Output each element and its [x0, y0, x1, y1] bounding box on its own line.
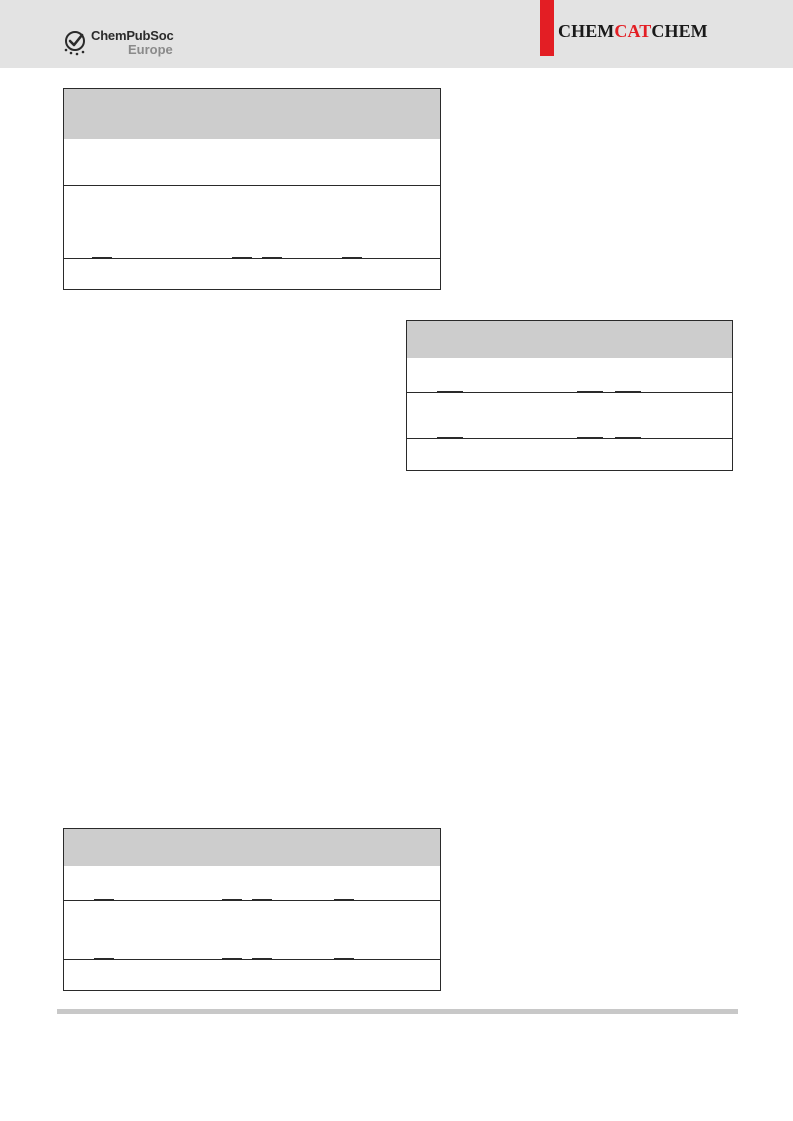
table-1 [63, 88, 441, 290]
publisher-region: Europe [128, 42, 173, 57]
table-1-header-row [64, 89, 440, 139]
globe-check-icon [64, 31, 85, 56]
table-1-dash [232, 257, 252, 259]
table-1-dash [342, 257, 362, 259]
table-2-dash [615, 391, 641, 393]
table-3 [63, 828, 441, 991]
table-2-rule [407, 392, 732, 393]
table-2-rule [407, 438, 732, 439]
table-3-dash [252, 899, 272, 901]
table-3-dash [222, 899, 242, 901]
table-3-dash [94, 899, 114, 901]
table-3-header-row [64, 829, 440, 866]
table-2-dash [437, 437, 463, 439]
table-1-rule [64, 258, 440, 259]
journal-accent-bar [540, 0, 554, 56]
page-header: ChemPubSoc Europe CHEMCATCHEM [0, 0, 793, 68]
table-2-header-row [407, 321, 732, 358]
table-2-dash [615, 437, 641, 439]
footer-rule [57, 1009, 738, 1014]
table-2-dash [437, 391, 463, 393]
table-3-dash [252, 958, 272, 960]
table-2 [406, 320, 733, 471]
journal-title-suffix: CHEM [651, 21, 708, 41]
table-1-dash [262, 257, 282, 259]
table-3-dash [334, 899, 354, 901]
journal-title-prefix: CHEM [558, 21, 615, 41]
table-3-dash [94, 958, 114, 960]
journal-title: CHEMCATCHEM [558, 21, 708, 42]
table-2-dash [577, 391, 603, 393]
table-3-dash [334, 958, 354, 960]
table-3-dash [222, 958, 242, 960]
publisher-logo: ChemPubSoc Europe [62, 28, 202, 62]
journal-title-accent: CAT [614, 21, 652, 41]
table-2-dash [577, 437, 603, 439]
table-1-dash [92, 257, 112, 259]
table-1-rule [64, 185, 440, 186]
publisher-name: ChemPubSoc [91, 28, 174, 43]
